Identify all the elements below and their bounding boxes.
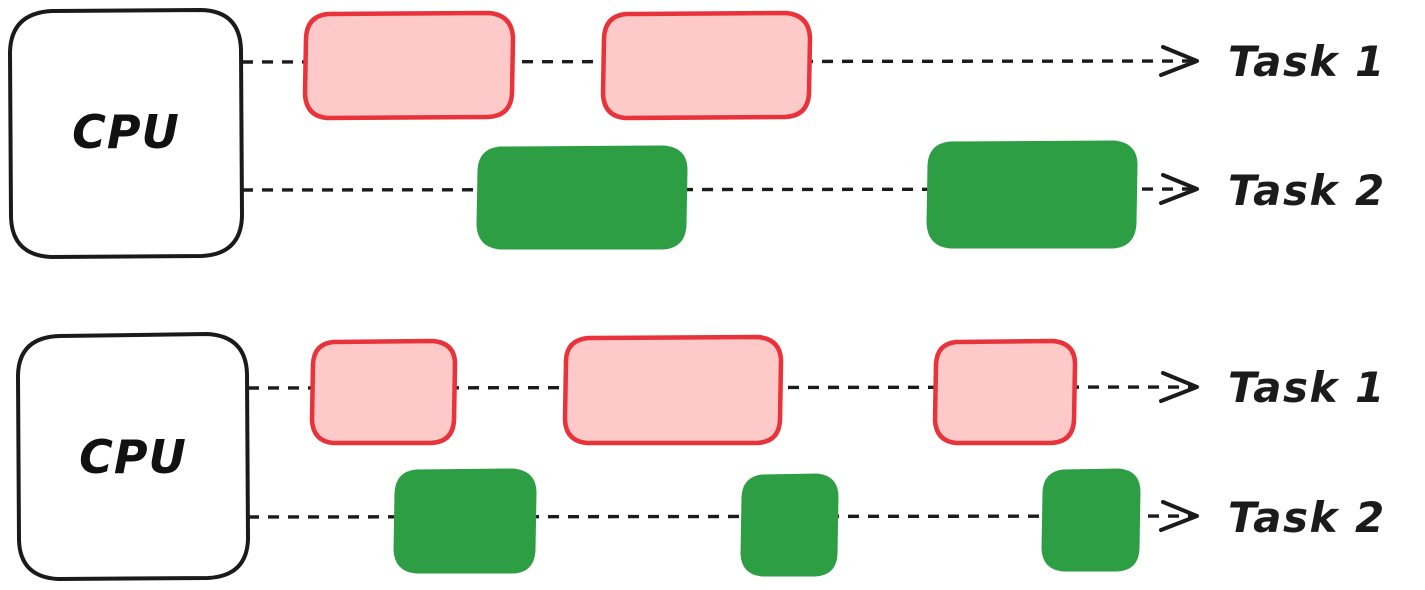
- lane-1-task-1: [241, 10, 1199, 121]
- lane-1-task-2: [241, 140, 1199, 250]
- lane-2-task-2: [247, 468, 1199, 577]
- task-block-pink[interactable]: [932, 338, 1078, 446]
- lane-1-task-2-label: Task 2: [1228, 166, 1386, 215]
- cpu-box-2-label: CPU: [79, 430, 187, 484]
- task-block-green[interactable]: [740, 473, 839, 577]
- task-block-green[interactable]: [393, 468, 537, 574]
- cpu-box-2-outline: [16, 332, 250, 581]
- lane-1-task-1-label: Task 1: [1228, 37, 1386, 86]
- lane-2-task-2-label: Task 2: [1228, 493, 1386, 542]
- lane-2-task-1-label: Task 1: [1228, 363, 1386, 412]
- lane-2-task-2-blocks: [393, 468, 1141, 577]
- task-block-pink[interactable]: [600, 10, 813, 121]
- lane-1-task-1-arrowhead: [1159, 45, 1199, 77]
- lane-2-task-1-blocks: [309, 334, 1078, 446]
- lane-1-task-1-blocks: [302, 10, 813, 121]
- cpu-box-1-label: CPU: [72, 105, 180, 159]
- cpu-box-1-outline: [8, 8, 244, 259]
- cpu-box-1: CPU: [8, 8, 244, 259]
- task-block-green[interactable]: [1041, 468, 1141, 572]
- cpu-group-1: CPU Task 1 Task 2: [8, 8, 1386, 259]
- lane-1-task-2-arrowhead: [1159, 173, 1199, 205]
- lane-2-task-2-line: [247, 514, 1193, 519]
- task-block-pink[interactable]: [309, 338, 458, 446]
- task-block-green[interactable]: [926, 140, 1138, 249]
- task-block-green[interactable]: [476, 145, 688, 250]
- lane-2-task-1: [247, 334, 1199, 446]
- cpu-group-2: CPU: [16, 332, 1386, 581]
- lane-2-task-2-arrowhead: [1159, 500, 1199, 532]
- task-block-pink[interactable]: [562, 334, 784, 446]
- lane-2-task-1-arrowhead: [1159, 371, 1199, 403]
- task-block-pink[interactable]: [302, 10, 516, 121]
- lane-1-task-2-blocks: [476, 140, 1138, 250]
- cpu-box-2: CPU: [16, 332, 250, 581]
